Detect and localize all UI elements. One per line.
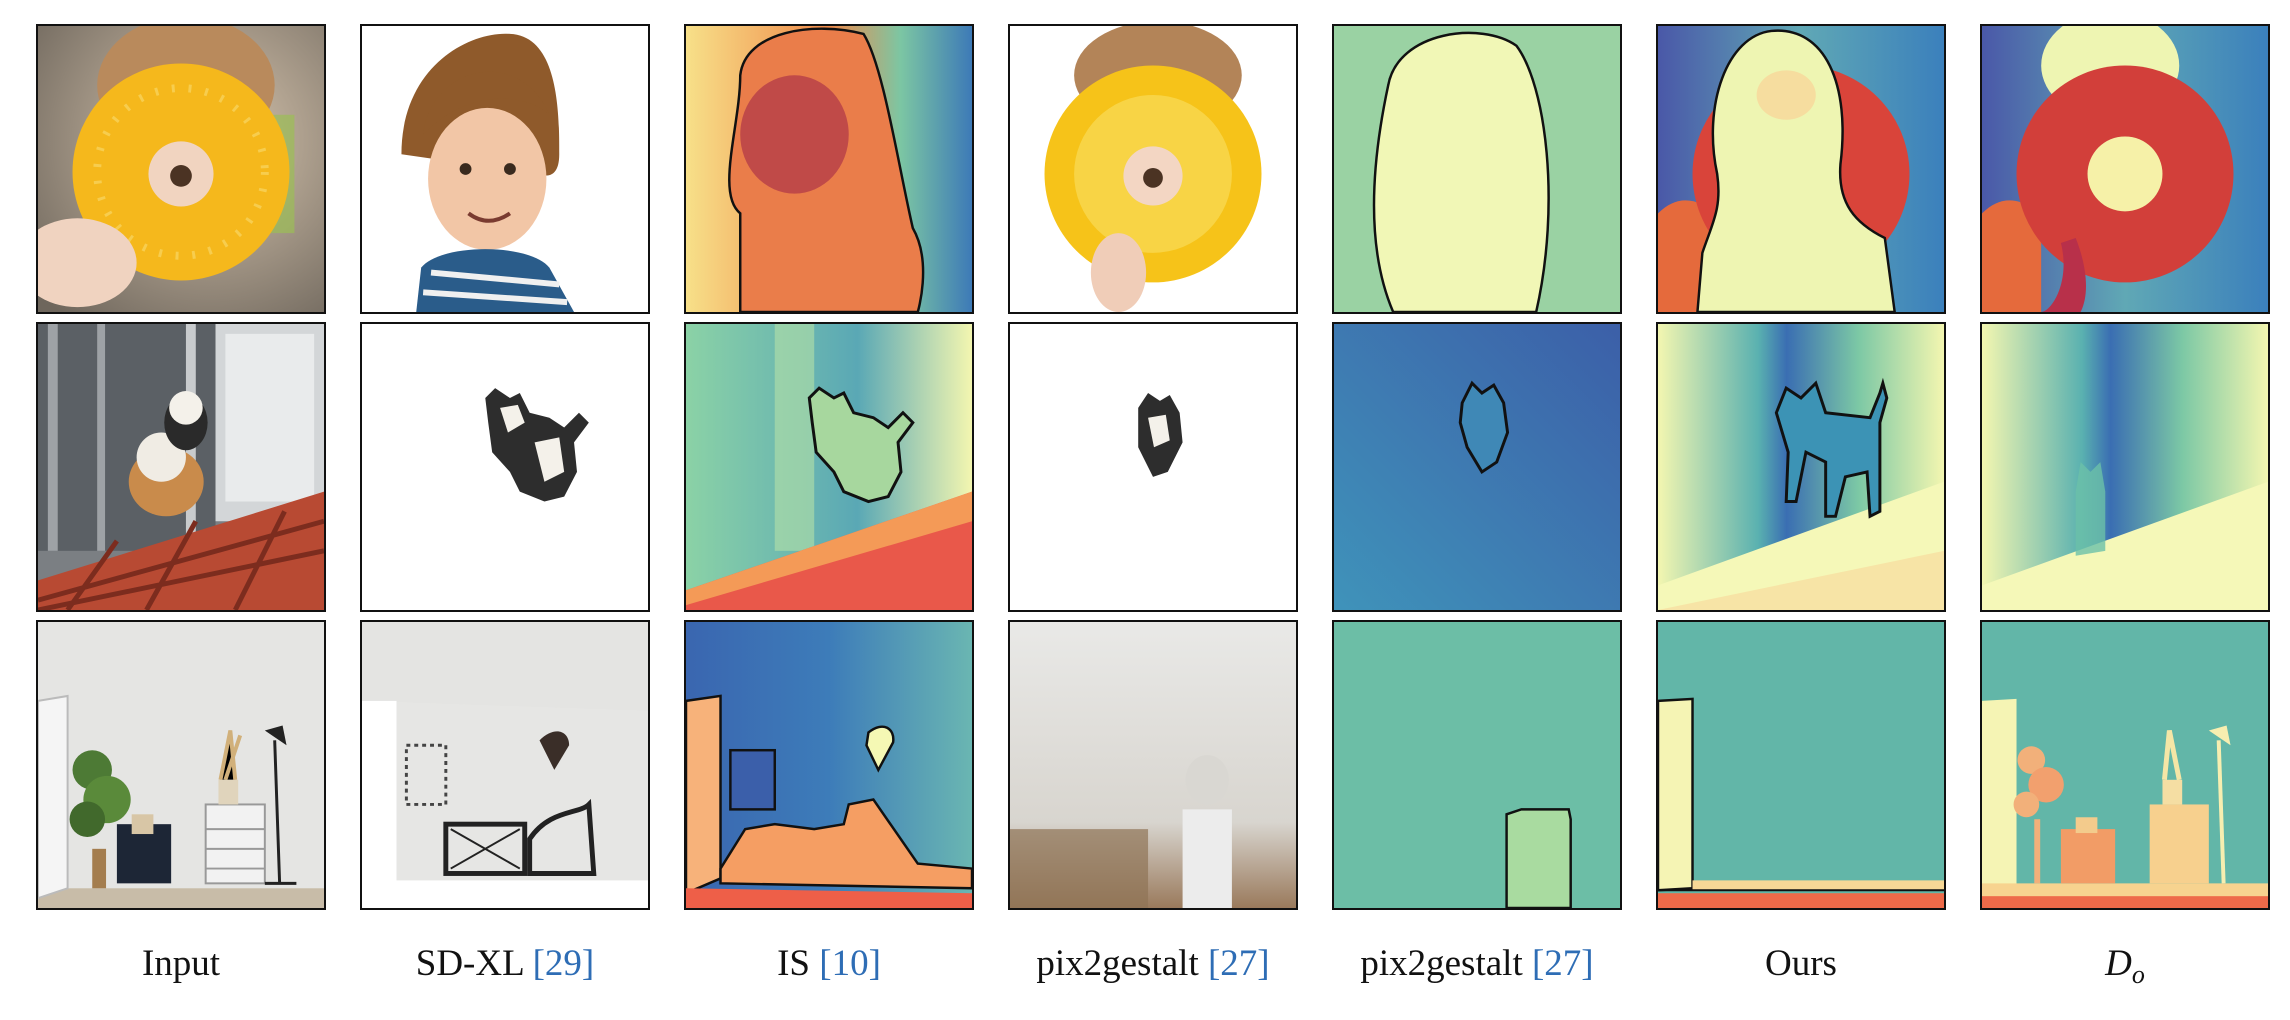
column-label-text: D	[2105, 943, 2132, 984]
row3-sdxl-image	[360, 620, 650, 910]
row3-input-image	[36, 620, 326, 910]
column-label-text: pix2gestalt	[1360, 943, 1523, 984]
row3-ours-depth	[1656, 620, 1946, 910]
citation-link[interactable]: [27]	[1207, 943, 1270, 984]
column-label-pix2gestalt-depth: pix2gestalt [27]	[1332, 942, 1622, 985]
row2-ours-depth	[1656, 322, 1946, 612]
row2-do-depth	[1980, 322, 2270, 612]
column-label-pix2gestalt-image: pix2gestalt [27]	[1008, 942, 1298, 985]
row2-pix2gestalt-image	[1008, 322, 1298, 612]
row2-pix2gestalt-depth	[1332, 322, 1622, 612]
row1-is-depth	[684, 24, 974, 314]
row3-do-depth	[1980, 620, 2270, 910]
column-label-text: SD-XL	[415, 943, 524, 984]
column-label-ours: Ours	[1656, 942, 1946, 985]
row1-do-depth	[1980, 24, 2270, 314]
row1-sdxl-image	[360, 24, 650, 314]
column-label-text: pix2gestalt	[1036, 943, 1199, 984]
row2-input-image	[36, 322, 326, 612]
row1-pix2gestalt-depth	[1332, 24, 1622, 314]
column-label-sdxl: SD-XL [29]	[360, 942, 650, 985]
column-label-text: Input	[141, 943, 221, 984]
row3-pix2gestalt-depth	[1332, 620, 1622, 910]
column-label-input: Input	[36, 942, 326, 985]
row1-ours-depth	[1656, 24, 1946, 314]
column-label-is: IS [10]	[684, 942, 974, 985]
row2-sdxl-image	[360, 322, 650, 612]
citation-link[interactable]: [29]	[532, 943, 595, 984]
citation-link[interactable]: [27]	[1531, 943, 1594, 984]
citation-link[interactable]: [10]	[819, 943, 881, 984]
column-label-subscript: o	[2131, 960, 2145, 989]
row1-input-image	[36, 24, 326, 314]
column-label-text: Ours	[1765, 943, 1837, 984]
row3-is-depth	[684, 620, 974, 910]
row2-is-depth	[684, 322, 974, 612]
row1-pix2gestalt-image	[1008, 24, 1298, 314]
row3-pix2gestalt-image	[1008, 620, 1298, 910]
column-label-do: Do	[1980, 942, 2270, 990]
column-label-text: IS	[777, 943, 810, 984]
